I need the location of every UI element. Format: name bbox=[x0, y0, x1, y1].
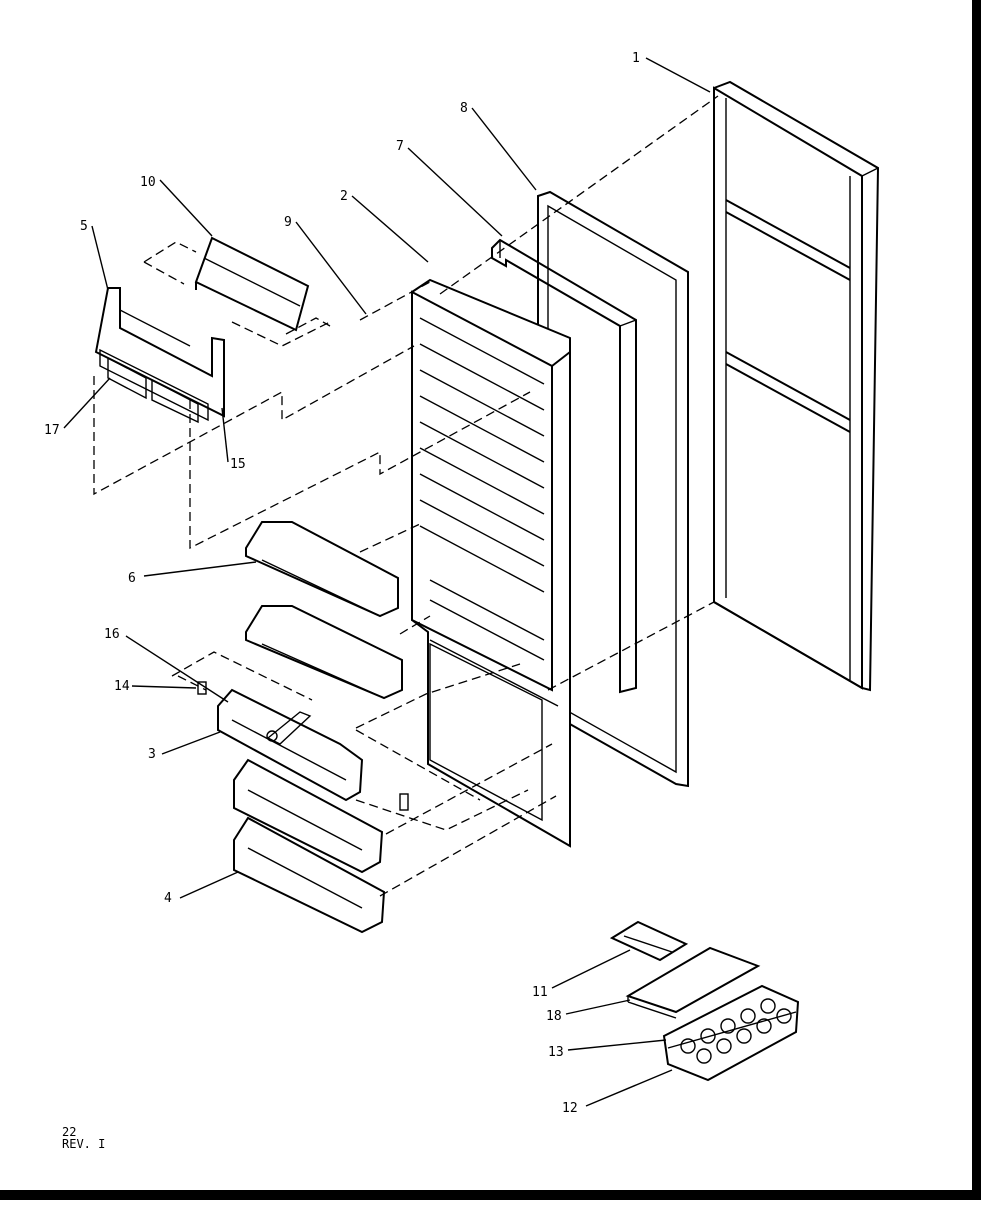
scan-border-right bbox=[972, 0, 981, 1200]
callout-16: 16 bbox=[104, 627, 120, 642]
callout-11: 11 bbox=[532, 985, 548, 1000]
part-door-shelf-lower bbox=[245, 605, 403, 700]
callout-9: 9 bbox=[284, 215, 292, 230]
callout-1: 1 bbox=[632, 51, 640, 66]
revision-label: REV. I bbox=[62, 1137, 106, 1151]
callout-7: 7 bbox=[396, 139, 404, 154]
callout-10: 10 bbox=[140, 175, 156, 190]
scan-border-bottom bbox=[0, 1190, 981, 1200]
callout-12: 12 bbox=[562, 1101, 578, 1116]
callout-5: 5 bbox=[80, 219, 88, 234]
page-number: 22 bbox=[62, 1125, 77, 1139]
part-door-shelf-with-cover bbox=[197, 681, 364, 802]
part-door-shelf-upper bbox=[245, 521, 399, 618]
callout-8: 8 bbox=[460, 101, 468, 116]
callout-18: 18 bbox=[546, 1009, 562, 1024]
callout-6: 6 bbox=[128, 571, 136, 586]
part-egg-tray bbox=[662, 984, 800, 1082]
part-door-bin-lower bbox=[233, 816, 386, 934]
callout-15: 15 bbox=[230, 457, 246, 472]
part-butter-tray bbox=[609, 920, 689, 962]
callout-17: 17 bbox=[44, 423, 60, 438]
part-tray-cover bbox=[625, 946, 761, 1019]
part-inner-door-liner bbox=[411, 278, 571, 848]
page-footer: 22 REV. I bbox=[62, 1126, 105, 1150]
part-dairy-compartment bbox=[94, 287, 225, 424]
part-dairy-door bbox=[194, 236, 310, 332]
callout-14: 14 bbox=[114, 679, 130, 694]
callout-leader-lines bbox=[63, 57, 711, 1107]
part-door-bin-upper bbox=[233, 758, 409, 874]
callout-3: 3 bbox=[148, 747, 156, 762]
callout-13: 13 bbox=[548, 1045, 564, 1060]
part-breaker-strip bbox=[491, 238, 637, 694]
assembly-dashed-lines bbox=[93, 95, 719, 897]
callout-labels: 1 8 7 2 9 10 5 17 15 6 16 14 3 4 11 18 1… bbox=[44, 51, 640, 1116]
callout-4: 4 bbox=[164, 891, 172, 906]
part-door-outer-panel bbox=[713, 80, 880, 692]
callout-2: 2 bbox=[340, 189, 348, 204]
